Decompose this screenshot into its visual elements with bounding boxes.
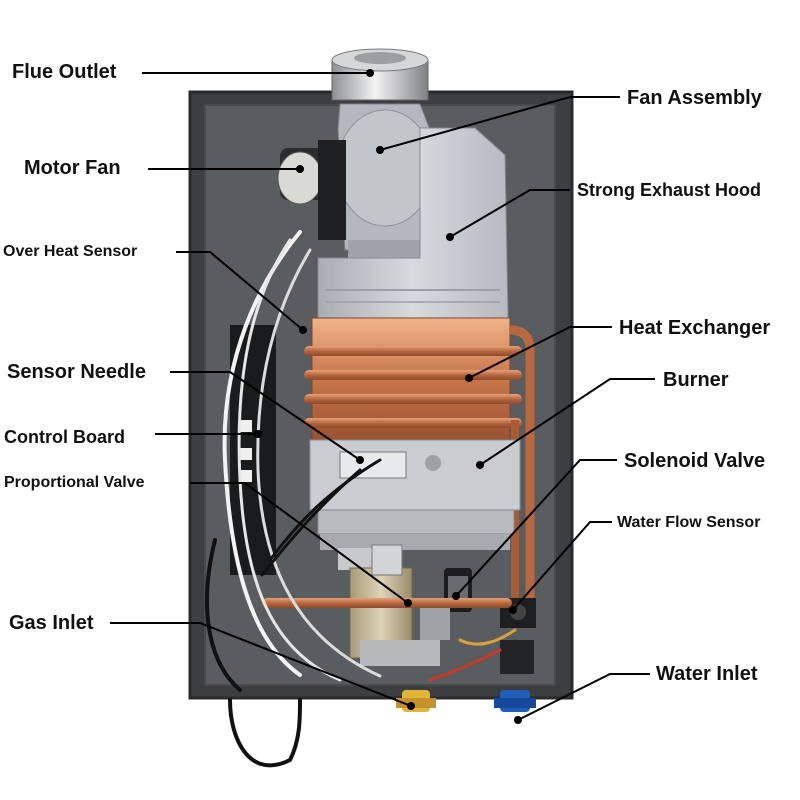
label-proportional-valve: Proportional Valve	[4, 474, 145, 491]
leader-exhaust-hood-dot	[446, 233, 454, 241]
leader-over-heat-sensor	[176, 251, 304, 331]
leader-water-inlet-dot	[514, 716, 522, 724]
leader-flue-outlet-dot	[366, 69, 374, 77]
leader-heat-exchanger	[468, 326, 612, 379]
leader-burner	[479, 378, 655, 466]
fan-assembly-part	[336, 103, 434, 262]
leader-fan-assembly	[379, 96, 620, 151]
leader-heat-exchanger-dot	[465, 374, 473, 382]
leader-solenoid-valve-dot	[452, 592, 460, 600]
wiring-harness	[205, 230, 517, 768]
leader-proportional-valve-dot	[404, 599, 412, 607]
leader-over-heat-sensor-dot	[299, 326, 307, 334]
leader-gas-inlet-dot	[407, 702, 415, 710]
label-solenoid-valve: Solenoid Valve	[624, 450, 766, 472]
leader-motor-fan-dot	[296, 165, 304, 173]
exhaust-hood-part	[317, 127, 509, 319]
leader-water-inlet	[517, 673, 650, 721]
label-fan-assembly: Fan Assembly	[627, 87, 762, 109]
leader-solenoid-valve	[455, 459, 617, 597]
leader-fan-assembly-dot	[376, 146, 384, 154]
leader-water-flow-sensor-dot	[509, 606, 517, 614]
label-over-heat-sensor: Over Heat Sensor	[3, 243, 138, 260]
leader-sensor-needle	[170, 371, 361, 461]
label-water-flow-sensor: Water Flow Sensor	[617, 514, 761, 531]
label-water-inlet: Water Inlet	[656, 663, 758, 685]
control-board-part	[230, 325, 276, 575]
label-sensor-needle: Sensor Needle	[7, 361, 146, 383]
leader-exhaust-hood	[449, 189, 570, 238]
water-inlet-fitting	[494, 690, 536, 712]
label-flue-outlet: Flue Outlet	[12, 61, 117, 83]
leader-control-board-dot	[254, 430, 262, 438]
burner-part	[309, 439, 521, 550]
label-burner: Burner	[663, 369, 729, 391]
flue-outlet-part	[331, 48, 429, 101]
water-flow-sensor-part	[500, 598, 536, 674]
leader-burner-dot	[476, 461, 484, 469]
leader-sensor-needle-dot	[356, 456, 364, 464]
leader-gas-inlet	[110, 622, 412, 707]
label-gas-inlet: Gas Inlet	[9, 612, 94, 634]
leader-proportional-valve	[190, 482, 409, 604]
heat-exchanger-part	[304, 317, 535, 600]
motor-fan-part	[277, 140, 346, 240]
leader-lines	[110, 69, 655, 724]
label-motor-fan: Motor Fan	[24, 157, 121, 179]
leader-water-flow-sensor	[512, 521, 612, 611]
label-strong-exhaust-hood: Strong Exhaust Hood	[577, 180, 761, 200]
label-heat-exchanger: Heat Exchanger	[619, 317, 771, 339]
water-pipes	[262, 598, 512, 608]
label-control-board: Control Board	[4, 427, 125, 447]
